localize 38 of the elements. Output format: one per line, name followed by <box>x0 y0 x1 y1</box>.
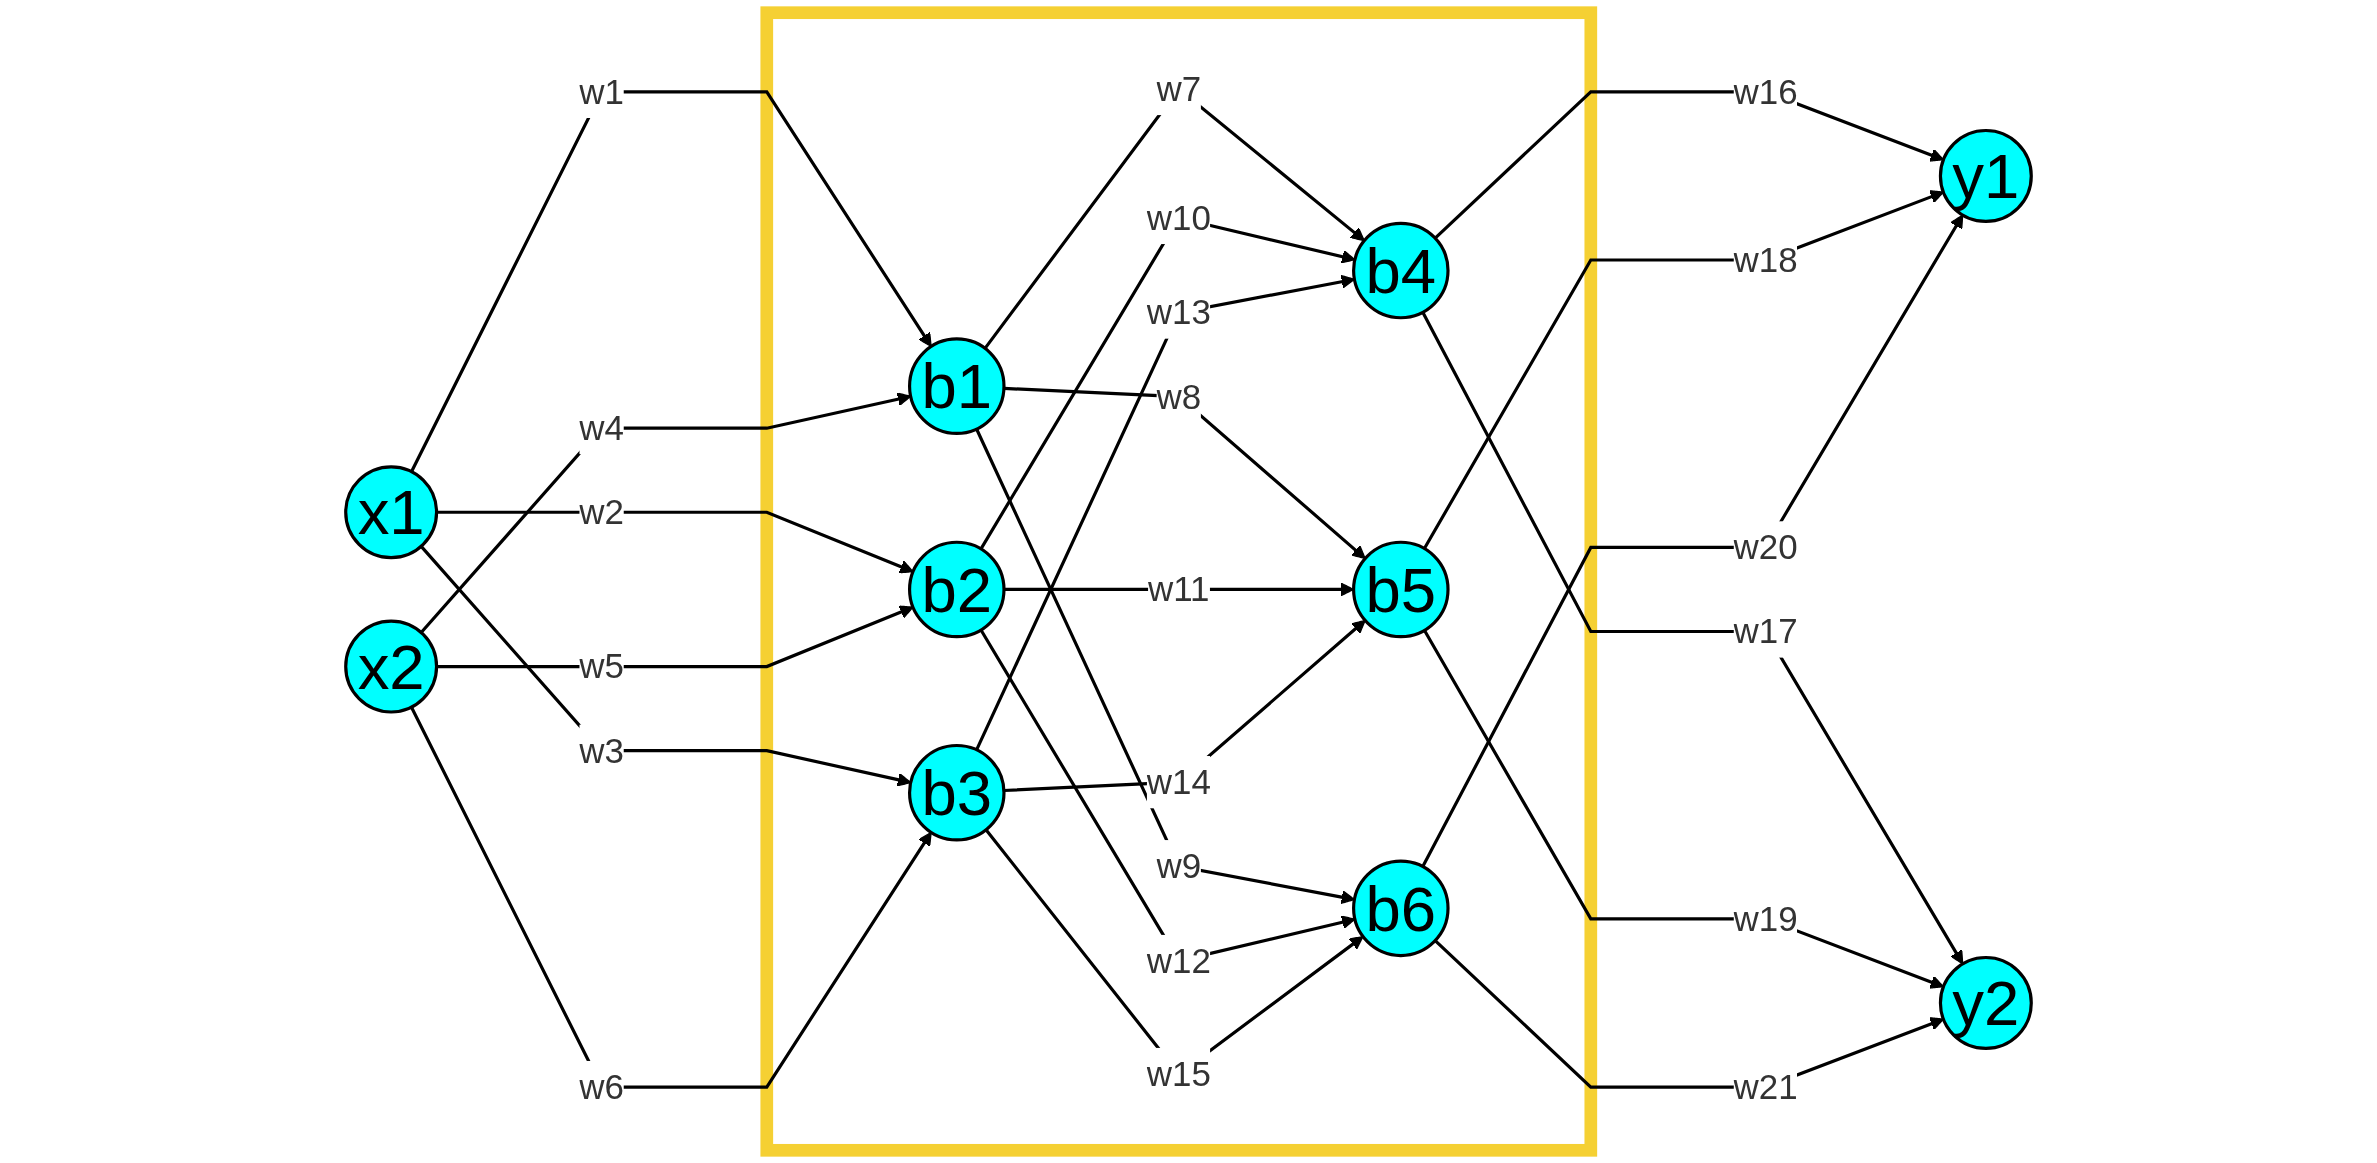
edge-label: w2 <box>579 492 624 533</box>
arrow <box>410 90 932 473</box>
arrow <box>410 706 932 1089</box>
node-circle: b2 <box>908 540 1006 639</box>
edge-label: w8 <box>1156 376 1202 417</box>
edge-label: w19 <box>1733 899 1798 939</box>
edge-label: w16 <box>1733 71 1798 112</box>
node-circle: b5 <box>1352 540 1450 639</box>
node-circle: b1 <box>908 337 1006 435</box>
edge-label: w15 <box>1146 1054 1211 1094</box>
arrow <box>420 392 912 634</box>
node-circle: x2 <box>344 619 439 714</box>
node-circle: b3 <box>908 743 1006 842</box>
edge-label: w6 <box>579 1067 624 1107</box>
cluster <box>760 6 1598 1157</box>
edge-label: w20 <box>1733 527 1798 568</box>
edge-label: w5 <box>579 646 624 687</box>
edge-label: w10 <box>1146 198 1211 238</box>
edge-label: w17 <box>1733 611 1798 652</box>
node-circle: y2 <box>1938 955 2033 1050</box>
edge-label: w21 <box>1733 1067 1798 1107</box>
node-circle: y1 <box>1938 128 2033 223</box>
edge-label: w4 <box>579 408 624 449</box>
node-circle: x1 <box>344 465 439 560</box>
edge-label: w7 <box>1156 69 1202 109</box>
edge-label: w14 <box>1146 762 1211 803</box>
edge-label: w18 <box>1733 240 1798 280</box>
edge-label: w11 <box>1148 569 1210 610</box>
arrow <box>420 545 912 787</box>
edge-label: w1 <box>579 71 624 112</box>
edge-label: w3 <box>579 730 624 771</box>
node-circle: b4 <box>1352 221 1450 320</box>
edge-label: w12 <box>1146 941 1211 981</box>
edge-label: w13 <box>1146 292 1211 333</box>
arrow <box>1421 214 1964 868</box>
edge-label: w9 <box>1156 846 1202 887</box>
node-circle: b6 <box>1352 859 1450 958</box>
arrow <box>1421 311 1964 965</box>
